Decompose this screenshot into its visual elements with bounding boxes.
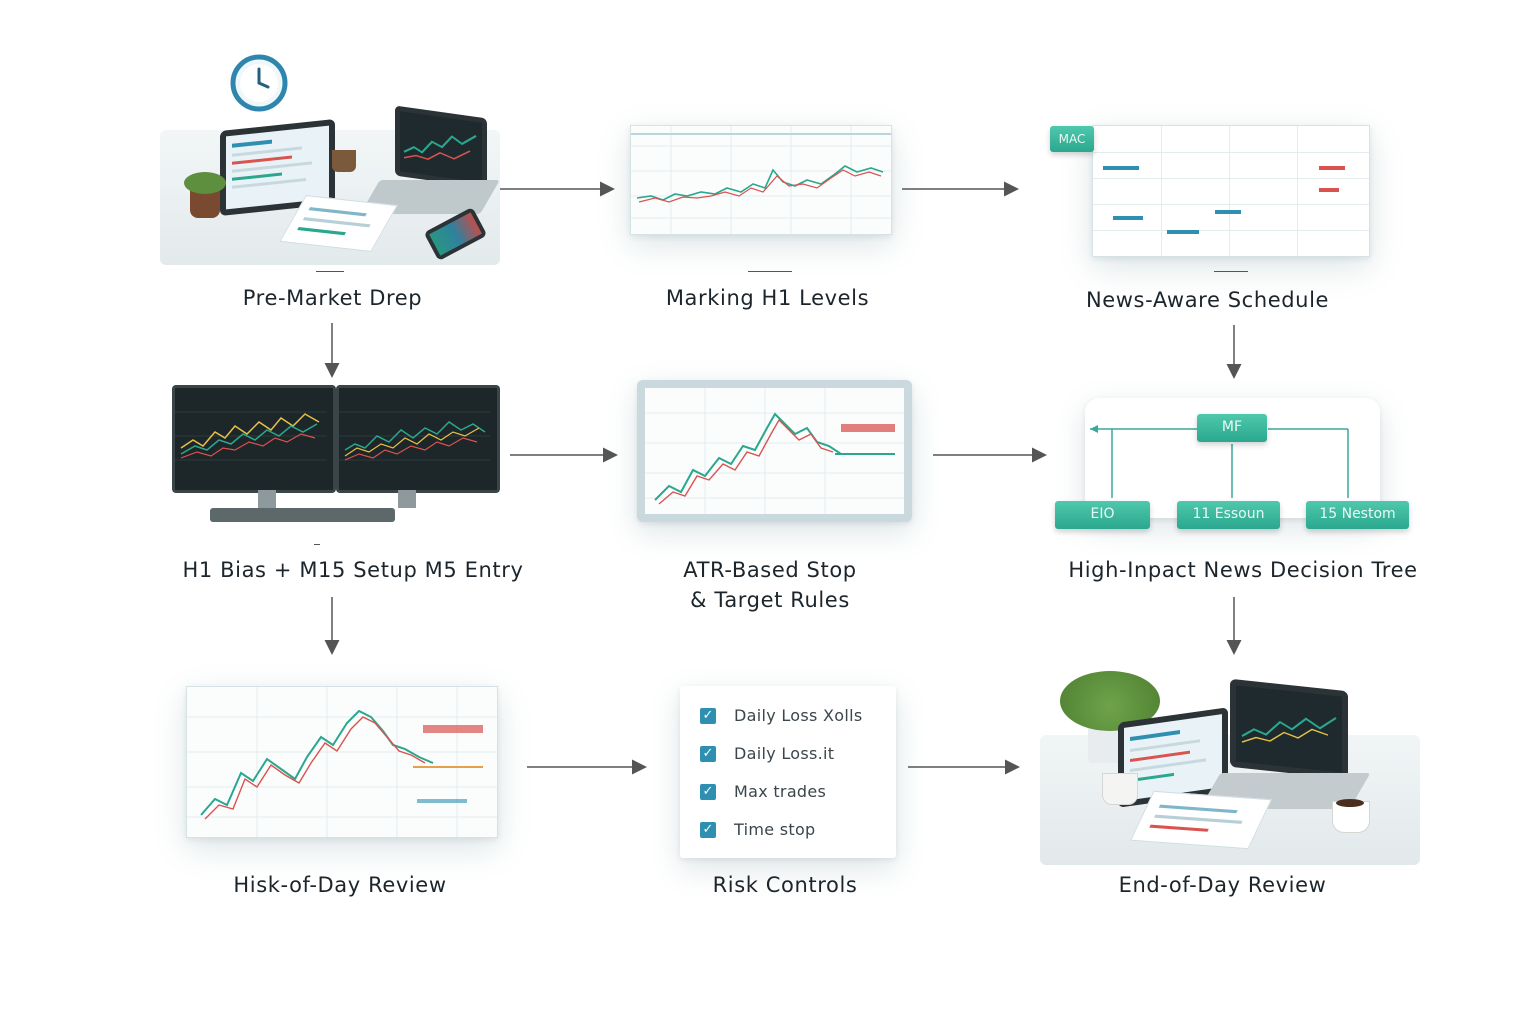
coffee-cup (332, 150, 356, 172)
check-icon[interactable]: ✓ (700, 784, 716, 800)
label-tick (314, 544, 320, 545)
label-tick (748, 271, 792, 272)
tablet-device (220, 118, 335, 217)
atr-chart-monitor (637, 380, 912, 522)
decision-node-leaf-1: EIO (1055, 501, 1150, 529)
coffee-cup (1102, 773, 1138, 805)
risk-item-label: Daily Loss Xolls (734, 706, 863, 725)
risk-item-label: Time stop (734, 820, 816, 839)
decision-node-root: MF (1197, 414, 1267, 442)
risk-item-label: Daily Loss.it (734, 744, 835, 763)
decision-tree-connectors (1090, 425, 1349, 498)
clock-icon (230, 54, 288, 112)
step-label-h1-levels: Marking H1 Levels (665, 286, 870, 310)
laptop-device (395, 105, 487, 189)
news-schedule-table (1092, 125, 1370, 257)
h1-bias-monitor-right (336, 385, 500, 493)
risk-item-label: Max trades (734, 782, 827, 801)
step-label-bias: H1 Bias + M15 Setup M5 Entry (182, 558, 524, 582)
label-tick (316, 271, 344, 272)
plant-leaves (184, 172, 226, 194)
h1-bias-monitor-left (172, 385, 336, 493)
tablet-device (1118, 707, 1228, 808)
step-label-risk: Risk Controls (712, 873, 858, 897)
step-label-tree: High-Inpact News Decision Tree (1068, 558, 1418, 582)
label-tick (1214, 271, 1248, 272)
monitor-stand (398, 490, 416, 508)
premarket-illustration (160, 50, 500, 265)
keyboard (210, 508, 395, 522)
step-label-hisk: Hisk-of-Day Review (233, 873, 447, 897)
step-label-atr-line1: ATR-Based Stop (683, 558, 857, 582)
decision-node-leaf-3: 15 Nestom (1306, 501, 1409, 529)
step-label-schedule: News-Aware Schedule (1085, 288, 1330, 312)
check-icon[interactable]: ✓ (700, 708, 716, 724)
decision-node-leaf-2: 11 Essoun (1177, 501, 1280, 529)
h1-levels-chart (630, 125, 892, 235)
plant-pot (190, 190, 220, 218)
laptop-device (1230, 678, 1348, 780)
risk-controls-card: ✓ Daily Loss Xolls ✓ Daily Loss.it ✓ Max… (680, 686, 896, 858)
eod-illustration (1040, 665, 1420, 865)
check-icon[interactable]: ✓ (700, 746, 716, 762)
check-icon[interactable]: ✓ (700, 822, 716, 838)
step-label-premarket: Pre-Market Drep (242, 286, 423, 310)
monitor-stand (258, 490, 276, 508)
schedule-badge: MAC (1050, 126, 1094, 152)
step-label-atr-line2: & Target Rules (690, 588, 850, 612)
coffee-surface (1336, 799, 1364, 807)
step-label-eod: End-of-Day Review (1118, 873, 1327, 897)
hisk-review-chart (186, 686, 498, 838)
